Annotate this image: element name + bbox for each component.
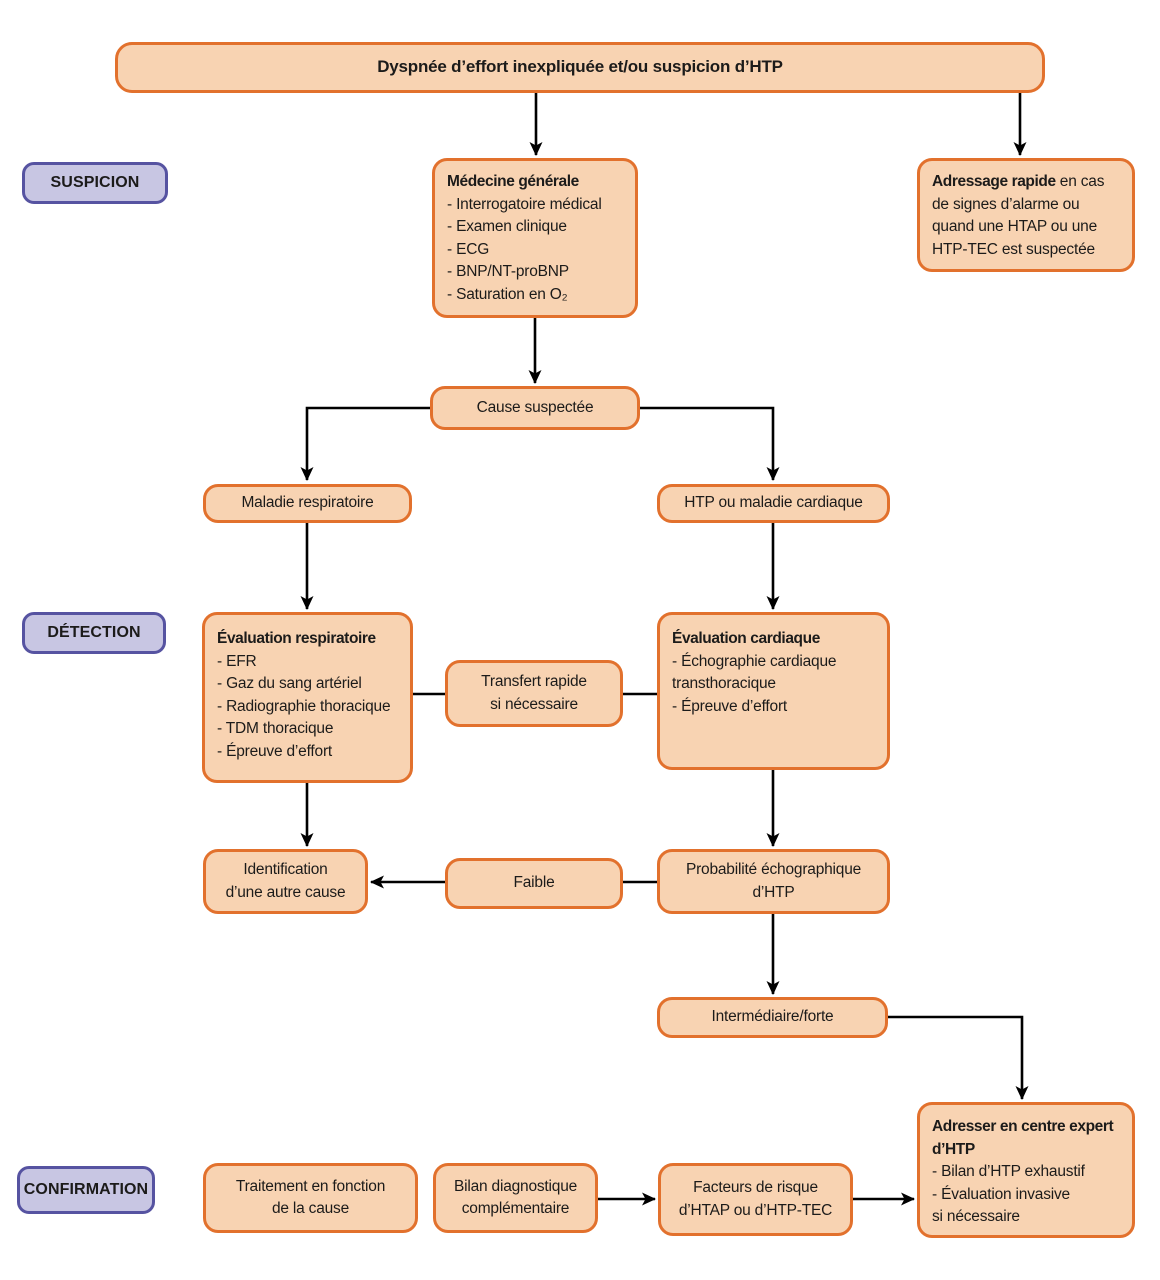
- node-label: HTP ou maladie cardiaque: [684, 494, 863, 512]
- node-probabilite-echographique: Probabilité échographique d’HTP: [657, 849, 890, 914]
- node-evaluation-respiratoire: Évaluation respiratoire - EFR - Gaz du s…: [202, 612, 413, 783]
- node-line: Bilan diagnostique: [453, 1177, 578, 1195]
- node-evaluation-cardiaque: Évaluation cardiaque - Échographie cardi…: [657, 612, 890, 770]
- arrow-cause-to-respiratoire: [300, 406, 430, 481]
- node-list-item: - Épreuve d’effort: [217, 742, 333, 760]
- node-label: Cause suspectée: [476, 398, 594, 416]
- node-transfert-rapide: Transfert rapide si nécessaire: [445, 660, 623, 727]
- node-list-item: - Épreuve d’effort: [672, 697, 788, 715]
- node-list-item: - Saturation en O₂: [447, 285, 568, 303]
- node-entry-label: Dyspnée d’effort inexpliquée et/ou suspi…: [377, 57, 783, 77]
- node-line: Probabilité échographique: [685, 861, 862, 878]
- node-htp-ou-maladie-cardiaque: HTP ou maladie cardiaque: [657, 484, 890, 523]
- node-title: d’HTP: [932, 1140, 975, 1158]
- node-line: si nécessaire: [490, 695, 578, 713]
- node-list-item: - Examen clinique: [447, 218, 567, 235]
- node-line: Transfert rapide: [481, 673, 587, 690]
- node-list-item: transthoracique: [672, 675, 776, 692]
- node-list-item: - Gaz du sang artériel: [217, 675, 362, 692]
- node-label: Maladie respiratoire: [241, 494, 374, 512]
- stage-label-text: DÉTECTION: [47, 624, 141, 641]
- node-text: en cas de signes d’alarme ou quand une H…: [932, 173, 1105, 258]
- node-list-item: - BNP/NT-proBNP: [447, 263, 569, 280]
- stage-label-suspicion: SUSPICION: [22, 162, 168, 204]
- node-entry: Dyspnée d’effort inexpliquée et/ou suspi…: [115, 42, 1045, 93]
- node-line: de la cause: [271, 1200, 350, 1217]
- stage-label-text: SUSPICION: [50, 174, 140, 191]
- node-list-item: - Radiographie thoracique: [217, 697, 391, 715]
- node-title: Médecine générale: [447, 173, 579, 190]
- node-title: Adresser en centre expert: [932, 1118, 1114, 1135]
- node-list-item: - ECG: [447, 240, 490, 258]
- node-list-item: - Interrogatoire médical: [447, 195, 602, 213]
- stage-label-detection: DÉTECTION: [22, 612, 166, 654]
- node-bilan-diagnostique: Bilan diagnostique complémentaire: [433, 1163, 598, 1233]
- arrow-intermediaire-to-centre-expert: [888, 1015, 1029, 1100]
- node-line: Identification: [243, 861, 328, 878]
- node-facteurs-risque: Facteurs de risque d’HTAP ou d’HTP-TEC: [658, 1163, 853, 1236]
- stage-label-text: CONFIRMATION: [23, 1181, 149, 1198]
- node-line: d’HTAP ou d’HTP-TEC: [678, 1201, 833, 1219]
- node-line: Facteurs de risque: [693, 1179, 818, 1196]
- node-title: Évaluation respiratoire: [217, 630, 376, 647]
- node-adresser-centre-expert: Adresser en centre expert d’HTP - Bilan …: [917, 1102, 1135, 1238]
- node-medecine-generale: Médecine générale - Interrogatoire médic…: [432, 158, 638, 318]
- node-list-item: - Bilan d’HTP exhaustif: [932, 1163, 1085, 1180]
- node-intermediaire-forte: Intermédiaire/forte: [657, 997, 888, 1038]
- node-traitement-cause: Traitement en fonction de la cause: [203, 1163, 418, 1233]
- stage-label-confirmation: CONFIRMATION: [17, 1166, 155, 1214]
- node-list-item: - Échographie cardiaque: [672, 652, 837, 670]
- node-label: Intermédiaire/forte: [711, 1008, 834, 1026]
- node-list-item: - EFR: [217, 652, 257, 670]
- node-adressage-rapide: Adressage rapide en cas de signes d’alar…: [917, 158, 1135, 272]
- node-label: Faible: [513, 874, 555, 892]
- node-maladie-respiratoire: Maladie respiratoire: [203, 484, 412, 523]
- arrow-cause-to-cardiaque: [640, 406, 780, 481]
- node-list-item: si nécessaire: [932, 1208, 1020, 1225]
- node-line: d’une autre cause: [225, 883, 346, 901]
- node-list-item: - Évaluation invasive: [932, 1185, 1070, 1203]
- node-line: complémentaire: [461, 1200, 570, 1217]
- node-title-inline: Adressage rapide: [932, 173, 1056, 190]
- node-title: Évaluation cardiaque: [672, 630, 820, 647]
- node-line: d’HTP: [752, 883, 795, 901]
- node-list-item: - TDM thoracique: [217, 720, 334, 737]
- node-cause-suspectee: Cause suspectée: [430, 386, 640, 430]
- node-identification-autre-cause: Identification d’une autre cause: [203, 849, 368, 914]
- node-line: Traitement en fonction: [235, 1177, 386, 1195]
- node-faible: Faible: [445, 858, 623, 909]
